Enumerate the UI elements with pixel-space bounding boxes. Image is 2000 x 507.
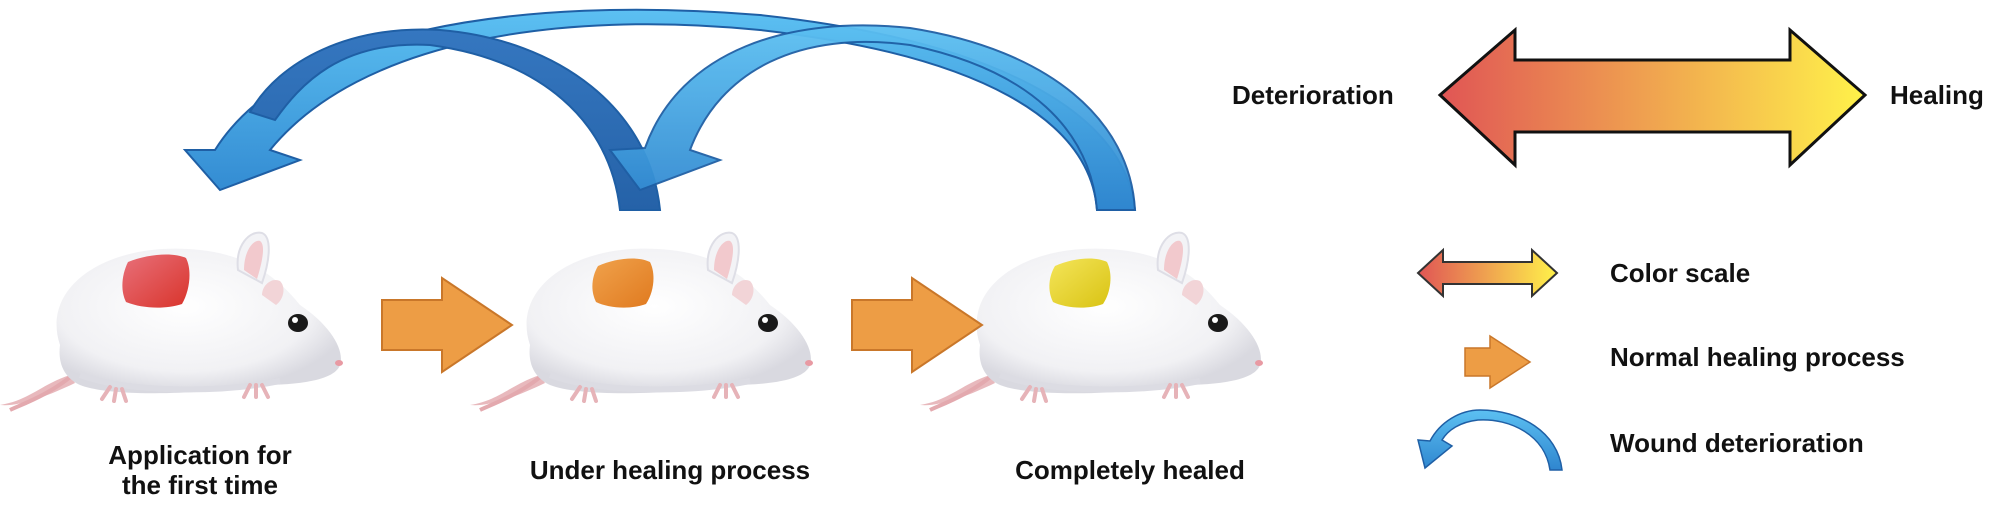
stage-2-label: Under healing process [529, 455, 811, 485]
mouse-stage-3 [920, 233, 1263, 410]
color-scale-double-arrow [1437, 26, 1868, 169]
wound-patch [1049, 258, 1111, 308]
mouse-stage-2 [470, 233, 813, 410]
scale-left-label: Deterioration [1232, 80, 1394, 110]
blue-curved-arrow-icon [1417, 409, 1563, 471]
scale-right-label: Healing [1890, 80, 1984, 110]
mouse-stage-1 [0, 233, 343, 410]
legend-color-scale-label: Color scale [1610, 258, 1751, 288]
stage-1-label: Application for the first time [108, 440, 292, 500]
orange-arrow-icon [851, 276, 984, 374]
color-scale-arrow-icon [1416, 247, 1559, 299]
deterioration-arc-third-to-middle [608, 24, 1137, 211]
orange-arrow-icon [1464, 334, 1532, 390]
stage-3-label: Completely healed [1015, 455, 1245, 485]
healing-arrows [381, 276, 984, 374]
wound-patch [592, 258, 654, 308]
legend-normal-healing-label: Normal healing process [1610, 342, 1905, 372]
deterioration-arc-middle-to-first [248, 28, 662, 211]
legend-wound-deterioration-label: Wound deterioration [1610, 428, 1864, 458]
orange-arrow-icon [381, 276, 514, 374]
wound-patch [122, 254, 190, 308]
deterioration-arrows [182, 8, 1137, 211]
